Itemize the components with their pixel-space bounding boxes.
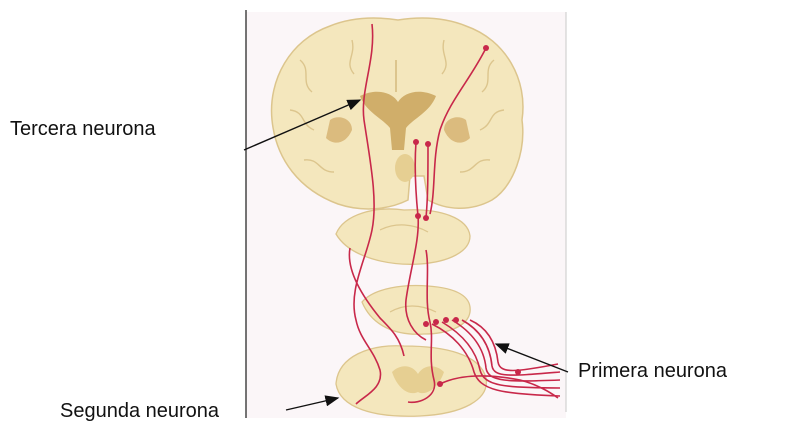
synapse-dot-cortex <box>483 45 489 51</box>
spinal-cord-section <box>336 346 486 416</box>
synapse-dot-medulla-3 <box>443 317 449 323</box>
synapse-dot-medulla-1 <box>423 321 429 327</box>
synapse-dot-midbrain-2 <box>423 215 429 221</box>
synapse-dot-thalamus-2 <box>425 141 431 147</box>
synapse-dot-thalamus-1 <box>413 139 419 145</box>
synapse-dot-medulla-2 <box>433 319 439 325</box>
label-third-neuron: Tercera neurona <box>10 118 156 141</box>
synapse-dot-midbrain-1 <box>415 213 421 219</box>
synapse-dot-spinal-2 <box>515 369 521 375</box>
label-first-neuron: Primera neurona <box>578 360 727 383</box>
synapse-dot-spinal-1 <box>437 381 443 387</box>
label-second-neuron: Segunda neurona <box>60 400 219 423</box>
synapse-dot-medulla-4 <box>453 317 459 323</box>
